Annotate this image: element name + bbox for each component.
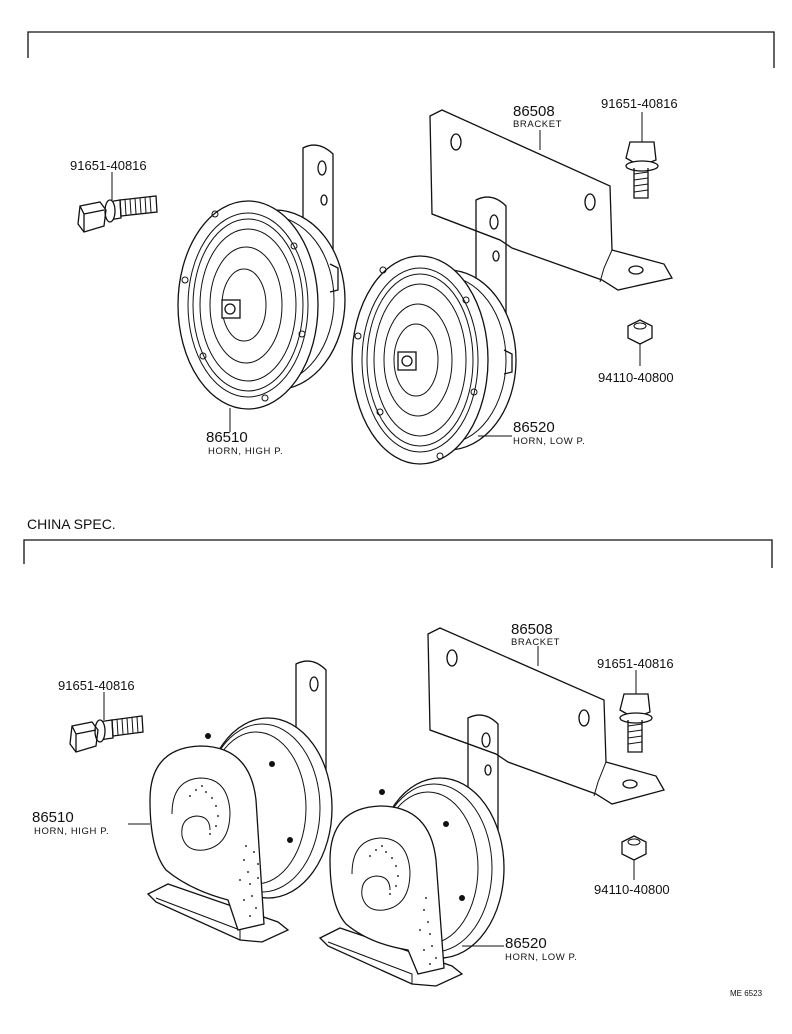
part-number-nut-china: 94110-40800 <box>594 882 670 897</box>
bolt-right-icon-china[interactable] <box>619 693 653 753</box>
nut-icon[interactable] <box>627 319 653 345</box>
part-number-horn-low-china: 86520 <box>505 935 547 952</box>
drawing-code: ME 6523 <box>730 989 763 998</box>
part-number-bracket-china: 86508 <box>511 621 553 638</box>
bracket-icon-china[interactable] <box>427 627 665 805</box>
nut-icon-china[interactable] <box>621 835 647 861</box>
section-china: CHINA SPEC. <box>23 516 773 987</box>
part-number-horn-high: 86510 <box>206 429 248 446</box>
horn-high-snail-icon[interactable] <box>146 660 333 943</box>
section-frame-china <box>23 539 773 568</box>
part-number-bolt-right: 91651-40816 <box>601 96 678 111</box>
bolt-icon[interactable] <box>77 195 158 233</box>
part-number-bolt-right-china: 91651-40816 <box>597 656 674 671</box>
horn-high-icon[interactable] <box>177 144 346 410</box>
part-number-nut: 94110-40800 <box>598 370 674 385</box>
part-number-horn-high-china: 86510 <box>32 809 74 826</box>
section-frame-top <box>27 31 775 68</box>
part-label-horn-low-china: HORN, LOW P. <box>505 952 577 963</box>
part-number-bracket: 86508 <box>513 103 555 120</box>
section-title-china: CHINA SPEC. <box>27 516 116 532</box>
part-number-bolt-china: 91651-40816 <box>58 678 135 693</box>
part-label-horn-high-china: HORN, HIGH P. <box>34 826 109 837</box>
part-label-horn-low: HORN, LOW P. <box>513 436 585 447</box>
horn-low-snail-icon[interactable] <box>318 714 505 987</box>
part-label-bracket: BRACKET <box>513 119 562 130</box>
horn-low-icon[interactable] <box>351 196 517 465</box>
section-top: 91651-40816 86508 BRACKET 91651-40816 94… <box>27 31 775 465</box>
bracket-icon[interactable] <box>429 109 674 291</box>
bolt-icon-china[interactable] <box>69 715 144 753</box>
part-label-bracket-china: BRACKET <box>511 637 560 648</box>
part-label-horn-high: HORN, HIGH P. <box>208 446 283 457</box>
part-number-horn-low: 86520 <box>513 419 555 436</box>
part-number-bolt: 91651-40816 <box>70 158 147 173</box>
bolt-right-icon[interactable] <box>625 141 659 199</box>
